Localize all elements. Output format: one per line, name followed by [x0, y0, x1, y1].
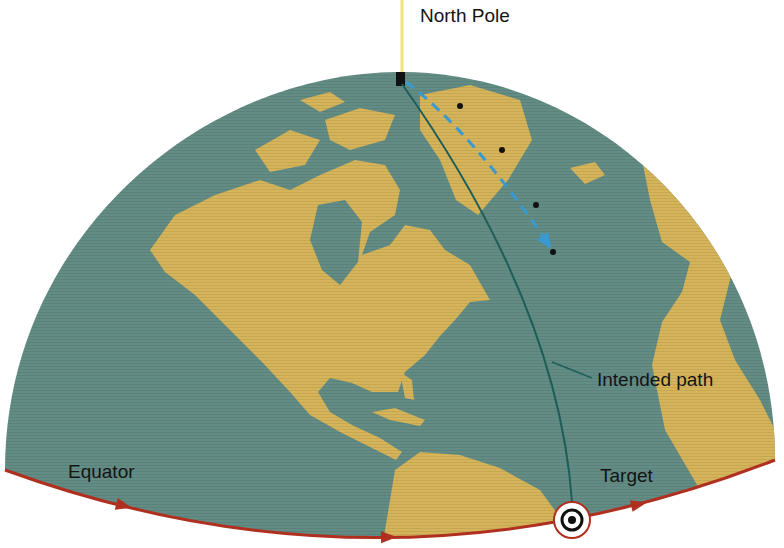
path-dot — [499, 147, 505, 153]
arrowhead — [537, 232, 558, 253]
arrowhead — [381, 531, 397, 543]
intended-path — [402, 84, 572, 502]
pole-label: North Pole — [420, 6, 510, 27]
pole-axis — [401, 0, 404, 78]
equator-line — [5, 460, 775, 538]
target-center — [568, 516, 576, 524]
deflected-path — [406, 82, 550, 246]
launch-site — [396, 72, 405, 86]
path-dots — [457, 103, 556, 255]
equator-arrows — [115, 497, 648, 544]
target-symbol — [554, 502, 590, 538]
target-label: Target — [600, 466, 653, 487]
path-dot — [533, 202, 539, 208]
path-dot — [457, 103, 463, 109]
target-ring — [562, 510, 582, 530]
equator-label: Equator — [68, 462, 135, 483]
leader-line — [552, 362, 592, 378]
path-dot — [550, 249, 556, 255]
scanline-texture — [5, 72, 775, 538]
ocean-dome — [5, 72, 775, 538]
arrowhead — [630, 497, 648, 512]
target-ring — [554, 502, 590, 538]
path-label: Intended path — [597, 370, 713, 391]
arrowhead — [115, 498, 133, 514]
